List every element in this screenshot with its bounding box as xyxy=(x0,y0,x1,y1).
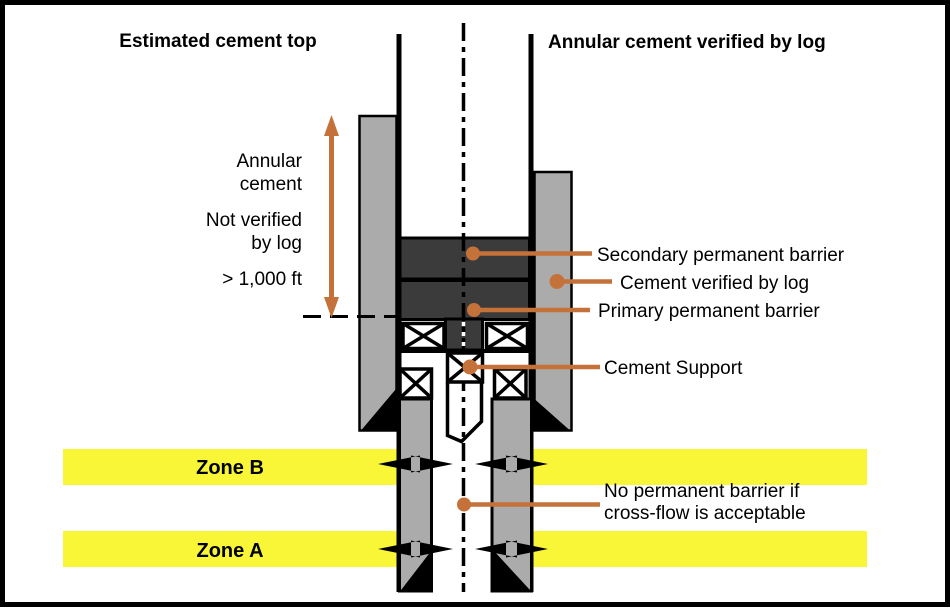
callout-leaders xyxy=(457,246,612,512)
leader-cement-support xyxy=(462,359,600,375)
cement-x-row2-right xyxy=(492,367,528,400)
perforation-zone-a-right xyxy=(475,540,548,558)
bottom-casing-shoe-left xyxy=(401,550,432,590)
label-annular-cement: Annular cement xyxy=(236,151,303,195)
leader-secondary-barrier xyxy=(466,246,592,261)
zone-a-band-left xyxy=(63,531,397,567)
outer-casing-right xyxy=(533,170,573,432)
zone-b-label: Zone B xyxy=(196,457,264,479)
leader-no-barrier xyxy=(457,497,600,512)
zone-a-band-right xyxy=(533,531,867,567)
zone-b-band-left xyxy=(63,449,397,485)
leader-primary-barrier xyxy=(467,303,590,317)
cement-x-row2-left xyxy=(398,367,434,400)
leader-cement-verified xyxy=(549,274,612,289)
primary-barrier-block xyxy=(398,279,531,321)
label-cement-support: Cement Support xyxy=(604,358,743,379)
title-annular-cement-verified: Annular cement verified by log xyxy=(548,32,826,53)
outer-casing-left xyxy=(358,114,398,432)
label-secondary-permanent-barrier: Secondary permanent barrier xyxy=(597,245,845,266)
cement-x-row1-left xyxy=(401,321,446,351)
tubing-stub xyxy=(445,383,484,444)
label-distance-1000ft: > 1,000 ft xyxy=(222,269,302,290)
zone-b-band-right xyxy=(533,449,867,485)
cement-x-row1-right xyxy=(484,321,530,351)
cement-height-arrow xyxy=(324,115,339,318)
perforation-zone-a-left xyxy=(378,540,453,558)
bottom-casing-shoe-right xyxy=(493,550,530,590)
title-estimated-cement-top: Estimated cement top xyxy=(119,31,317,52)
label-primary-permanent-barrier: Primary permanent barrier xyxy=(598,301,820,322)
label-cement-verified-by-log: Cement verified by log xyxy=(620,273,810,294)
label-no-permanent-barrier: No permanent barrier if cross-flow is ac… xyxy=(604,481,806,524)
zone-a-label: Zone A xyxy=(196,540,264,562)
label-not-verified-by-log: Not verified by log xyxy=(205,210,302,254)
outer-casing-shoe-right xyxy=(534,399,570,431)
perforation-zone-b-left xyxy=(378,455,453,473)
outer-casing-shoe-left xyxy=(361,389,396,431)
perforation-zone-b-right xyxy=(475,455,548,473)
